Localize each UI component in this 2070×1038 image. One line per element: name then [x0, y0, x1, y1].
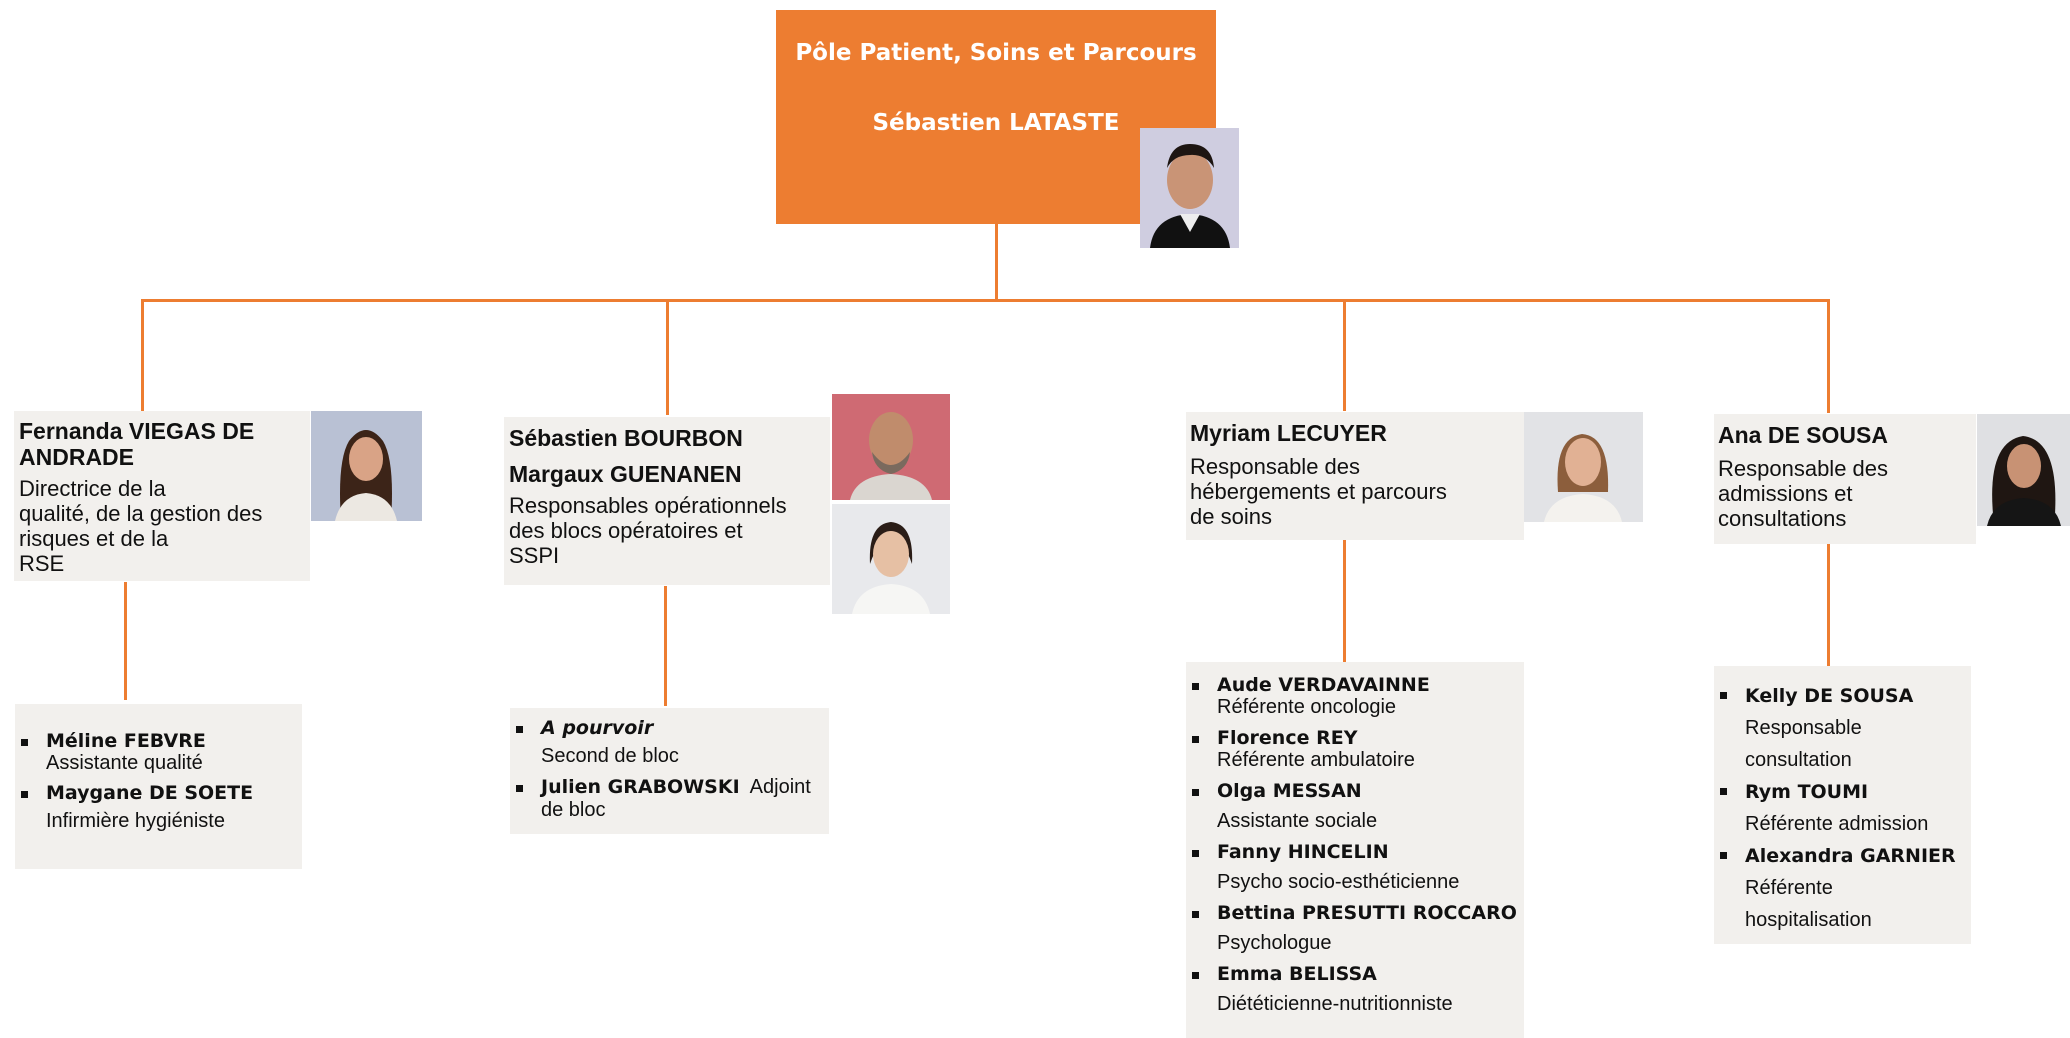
manager-name: Sébastien BOURBON	[509, 425, 743, 451]
member-role: Psychologue	[1217, 932, 1332, 954]
manager-name: Myriam LECUYER	[1190, 420, 1387, 446]
connector-team-2	[664, 586, 667, 706]
member-role: Diététicienne-nutritionniste	[1217, 993, 1453, 1015]
manager-role: qualité, de la gestion des	[19, 501, 263, 526]
portrait-photo-lataste	[1140, 128, 1239, 248]
team-box-quality: Méline FEBVRE Assistante qualité Maygane…	[15, 704, 302, 869]
team-member: Olga MESSAN Assistante sociale	[1188, 780, 1522, 833]
team-member: Julien GRABOWSKI Adjoint de bloc	[512, 776, 828, 822]
team-box-bloc: A pourvoir Second de bloc Julien GRABOWS…	[510, 708, 829, 834]
team-box-admissions: Kelly DE SOUSA Responsable consultation …	[1714, 666, 1971, 944]
manager-name: ANDRADE	[19, 444, 134, 470]
team-member: A pourvoir Second de bloc	[512, 717, 828, 768]
manager-card-hebergement: Myriam LECUYER Responsable des hébergeme…	[1186, 412, 1524, 540]
member-role: Référente admission	[1745, 813, 1929, 835]
connector-branch-1	[141, 299, 144, 411]
member-role: Adjoint de bloc	[541, 776, 811, 821]
member-role: Référente oncologie	[1217, 696, 1397, 718]
member-role: Psycho socio-esthéticienne	[1217, 871, 1460, 893]
team-member: Bettina PRESUTTI ROCCARO Psychologue	[1188, 902, 1522, 955]
manager-role: Responsable des	[1718, 456, 1889, 481]
team-member: Aude VERDAVAINNE Référente oncologie	[1188, 674, 1522, 719]
manager-role: RSE	[19, 551, 65, 576]
member-role: hospitalisation	[1745, 909, 1872, 931]
member-name: A pourvoir	[541, 717, 654, 739]
member-name: Maygane DE SOETE	[46, 782, 254, 804]
member-name: Rym TOUMI	[1745, 781, 1869, 803]
member-role: Assistante qualité	[46, 752, 203, 774]
manager-role: SSPI	[509, 543, 560, 568]
manager-card-quality: Fernanda VIEGAS DE ANDRADE Directrice de…	[14, 411, 310, 581]
manager-role: des blocs opératoires et	[509, 518, 743, 543]
portrait-photo-de-sousa	[1977, 414, 2070, 526]
member-name: Fanny HINCELIN	[1217, 841, 1389, 863]
team-member: Rym TOUMI Référente admission	[1716, 776, 1970, 840]
portrait-photo-guenanen	[832, 504, 950, 614]
member-role: Second de bloc	[541, 745, 679, 767]
member-name: Alexandra GARNIER	[1745, 845, 1956, 867]
manager-name: Ana DE SOUSA	[1718, 422, 1888, 448]
connector-team-4	[1827, 544, 1830, 666]
member-name: Florence REY	[1217, 727, 1358, 749]
pole-head-name: Sébastien LATASTE	[872, 110, 1120, 136]
member-name: Kelly DE SOUSA	[1745, 685, 1914, 707]
member-role: Assistante sociale	[1217, 810, 1378, 832]
member-role: Référente	[1745, 877, 1833, 899]
team-member: Méline FEBVRE Assistante qualité	[17, 730, 297, 775]
connector-horizontal-bar	[141, 299, 1830, 302]
manager-name: Fernanda VIEGAS DE	[19, 418, 255, 444]
team-box-hebergement: Aude VERDAVAINNE Référente oncologie Flo…	[1186, 662, 1524, 1038]
pole-header-box: Pôle Patient, Soins et Parcours Sébastie…	[776, 10, 1216, 224]
manager-role: admissions et	[1718, 481, 1853, 506]
connector-top-vertical	[995, 224, 998, 301]
portrait-photo-lecuyer	[1524, 412, 1643, 522]
member-name: Méline FEBVRE	[46, 730, 206, 752]
portrait-photo-bourbon	[832, 394, 950, 500]
team-member: Fanny HINCELIN Psycho socio-esthéticienn…	[1188, 841, 1522, 894]
team-member: Emma BELISSA Diététicienne-nutritionnist…	[1188, 963, 1522, 1016]
manager-role: Responsables opérationnels	[509, 493, 787, 518]
member-name: Julien GRABOWSKI	[541, 776, 740, 798]
manager-card-admissions: Ana DE SOUSA Responsable des admissions …	[1714, 414, 1976, 544]
member-role: consultation	[1745, 749, 1852, 771]
team-member: Alexandra GARNIER Référente hospitalisat…	[1716, 840, 1970, 936]
connector-team-3	[1343, 540, 1346, 662]
member-name: Olga MESSAN	[1217, 780, 1362, 802]
connector-branch-4	[1827, 299, 1830, 413]
team-member: Maygane DE SOETE Infirmière hygiéniste	[17, 782, 297, 833]
member-role: Infirmière hygiéniste	[46, 810, 225, 832]
member-role: Référente ambulatoire	[1217, 749, 1415, 771]
member-name: Aude VERDAVAINNE	[1217, 674, 1430, 696]
manager-role: Directrice de la	[19, 476, 166, 501]
member-name: Emma BELISSA	[1217, 963, 1377, 985]
portrait-photo-viegas	[311, 411, 422, 521]
team-member: Florence REY Référente ambulatoire	[1188, 727, 1522, 772]
manager-role: de soins	[1190, 504, 1272, 529]
member-role: Responsable	[1745, 717, 1862, 739]
manager-role: risques et de la	[19, 526, 169, 551]
manager-role: Responsable des	[1190, 454, 1361, 479]
member-name: Bettina PRESUTTI ROCCARO	[1217, 902, 1517, 924]
connector-team-1	[124, 582, 127, 700]
manager-name: Margaux GUENANEN	[509, 461, 742, 487]
manager-role: hébergements et parcours	[1190, 479, 1447, 504]
connector-branch-3	[1343, 299, 1346, 411]
pole-title: Pôle Patient, Soins et Parcours	[795, 40, 1197, 66]
manager-card-bloc: Sébastien BOURBON Margaux GUENANEN Respo…	[504, 417, 830, 585]
manager-role: consultations	[1718, 506, 1847, 531]
connector-branch-2	[666, 299, 669, 415]
team-member: Kelly DE SOUSA Responsable consultation	[1716, 680, 1970, 776]
